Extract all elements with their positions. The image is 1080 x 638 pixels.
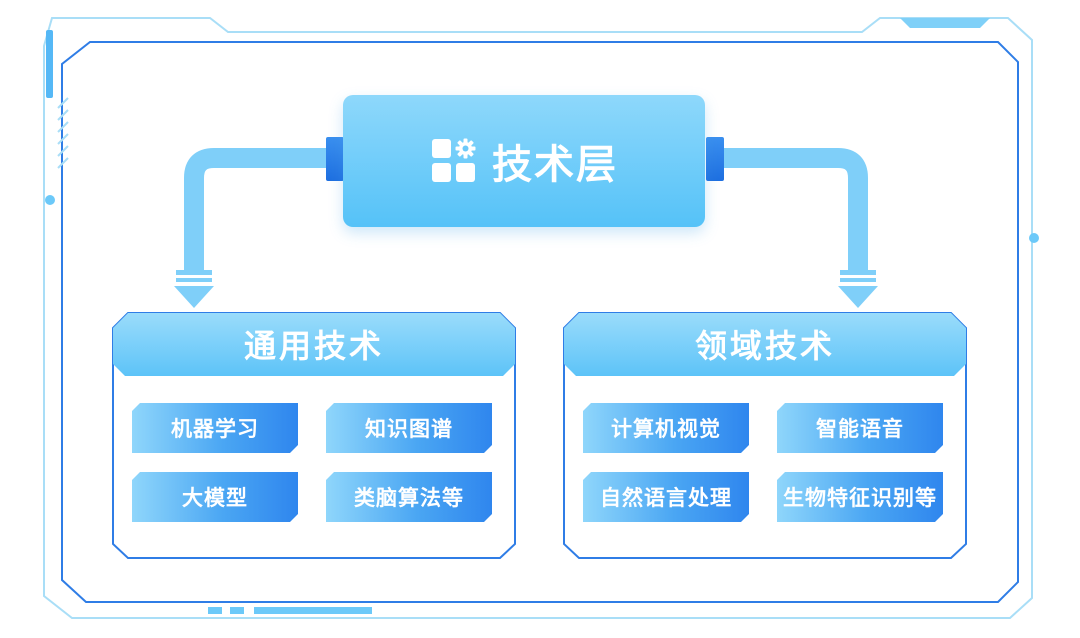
connector-right <box>706 137 724 181</box>
general-tech-title: 通用技术 <box>243 327 384 365</box>
chip-biometrics: 生物特征识别等 <box>777 472 943 522</box>
chip-brain-inspired-algorithms: 类脑算法等 <box>326 472 492 522</box>
general-tech-panel: 通用技术 机器学习 知识图谱 大模型 类脑算法等 <box>112 312 516 559</box>
connector-left <box>326 137 344 181</box>
chip-computer-vision: 计算机视觉 <box>583 403 749 453</box>
chip-large-model: 大模型 <box>132 472 298 522</box>
domain-tech-title: 领域技术 <box>694 327 835 365</box>
chip-machine-learning: 机器学习 <box>132 403 298 453</box>
chip-intelligent-speech: 智能语音 <box>777 403 943 453</box>
tech-layer-box: 技术层 <box>343 95 705 227</box>
domain-tech-panel: 领域技术 计算机视觉 智能语音 自然语言处理 生物特征识别等 <box>563 312 967 559</box>
tech-layer-title: 技术层 <box>492 142 618 188</box>
chip-knowledge-graph: 知识图谱 <box>326 403 492 453</box>
chip-nlp: 自然语言处理 <box>583 472 749 522</box>
grid-gear-icon <box>432 138 476 182</box>
